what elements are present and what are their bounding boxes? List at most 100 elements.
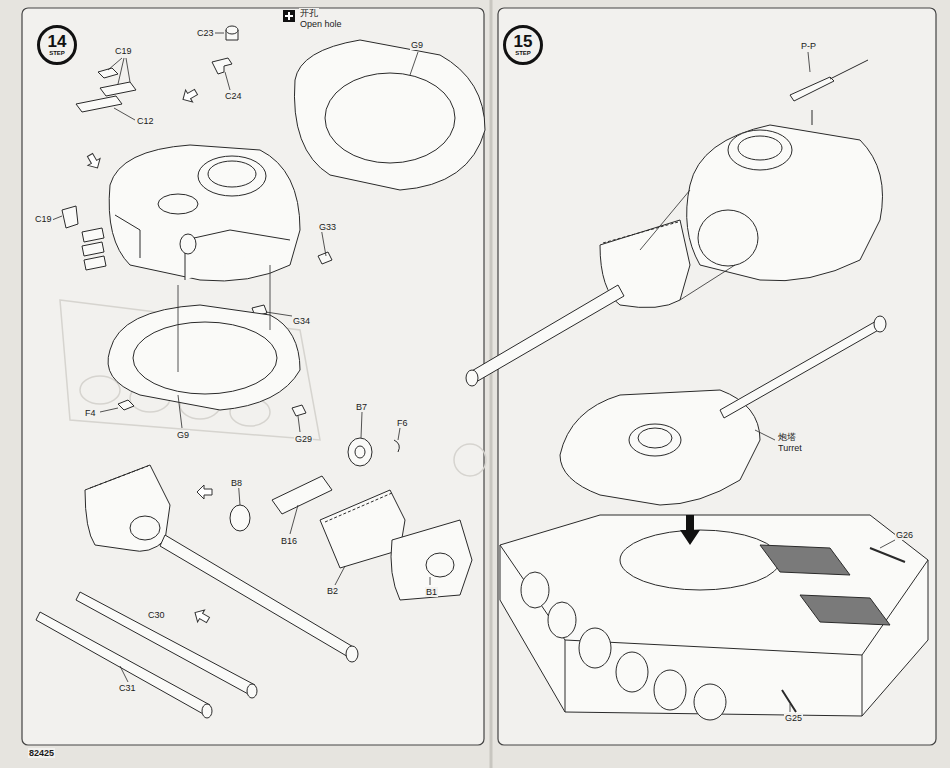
part-number: B7 [355,402,368,412]
part-number: P-P [800,41,817,51]
part-drawing [466,370,478,386]
part-drawing [638,428,672,448]
part-drawing [272,476,332,514]
note-text: 开孔 [299,8,319,18]
part-drawing [830,60,868,79]
part-number: C31 [118,683,137,693]
hollow-arrow [180,86,200,106]
part-number: C19 [114,46,133,56]
part-number: G29 [294,434,313,444]
leader-line [238,412,430,585]
part-drawing [790,77,834,101]
part-number: B16 [280,536,298,546]
ghost-print [60,300,486,476]
part-drawing [36,612,210,715]
part-drawing [36,26,928,720]
part-drawing [108,305,300,410]
part-drawing [694,684,726,720]
part-drawing [133,322,277,394]
part-drawing [654,670,686,710]
part-number: C30 [147,610,166,620]
part-drawing [230,505,250,531]
part-drawing [118,400,306,416]
part-drawing [202,704,212,718]
part-drawing [698,210,758,266]
part-drawing [394,440,399,452]
part-drawing [208,161,256,187]
part-number: C19 [34,214,53,224]
part-drawing [579,628,611,668]
part-drawing [812,110,813,125]
part-drawing [247,684,257,698]
part-drawing [115,215,290,280]
part-drawing [76,592,255,695]
part-number: F4 [84,408,97,418]
part-drawing [109,145,300,281]
part-drawing [294,40,485,190]
page-panel [498,8,936,745]
part-number: C24 [224,91,243,101]
hollow-arrow [192,606,212,626]
part-number: F6 [396,418,409,428]
part-drawing [629,424,681,456]
part-number: G25 [784,713,803,723]
hollow-arrow [84,152,104,172]
part-drawing [728,130,792,170]
leader-line [52,216,326,316]
part-number: G9 [410,40,424,50]
note-text: Open hole [299,19,343,29]
part-drawing [226,26,238,34]
part-name: 炮塔 [777,432,797,442]
page-panel [22,8,936,745]
part-drawing [198,156,266,196]
ghost-print [80,376,120,404]
part-number: C23 [196,28,215,38]
part-drawing [620,530,780,590]
part-drawing [760,545,850,575]
part-drawing [603,222,678,243]
part-name: Turret [777,443,803,453]
leader-line [120,52,895,712]
part-number: G9 [176,430,190,440]
part-drawing [426,553,454,577]
open-hole-icon [283,10,295,22]
part-drawing [212,58,232,74]
part-number: B2 [326,586,339,596]
page-panel [22,8,484,745]
leader-line [108,58,135,120]
part-drawing [616,652,648,692]
part-drawing [160,535,355,658]
part-number: B1 [425,587,438,597]
part-number: C12 [136,116,155,126]
step-number: 15 [514,33,533,50]
ghost-print [60,300,320,440]
open-hole-icon [285,12,293,20]
part-drawing [640,190,735,300]
part-drawing [874,316,886,332]
part-drawing [548,602,576,638]
part-drawing [687,125,883,281]
step-badge: 14STEP [37,25,77,65]
placement-arrow [680,515,700,545]
part-drawing [85,465,170,551]
part-drawing [720,320,882,418]
part-drawing [348,438,372,466]
open-hole-icon [283,10,295,22]
part-drawing [782,548,905,712]
part-drawing [180,234,196,254]
part-drawing [130,516,160,540]
part-drawing [521,572,549,608]
kit-number: 82425 [28,748,55,758]
part-drawing [325,493,392,522]
part-drawing [62,206,106,270]
part-drawing [325,73,455,163]
part-number: G34 [292,316,311,326]
part-number: G26 [895,530,914,540]
leader-line [52,33,895,712]
part-drawing [252,252,332,316]
part-drawing [800,595,890,625]
step-number: 14 [48,33,67,50]
part-drawing [355,446,365,458]
part-drawing [470,285,624,382]
